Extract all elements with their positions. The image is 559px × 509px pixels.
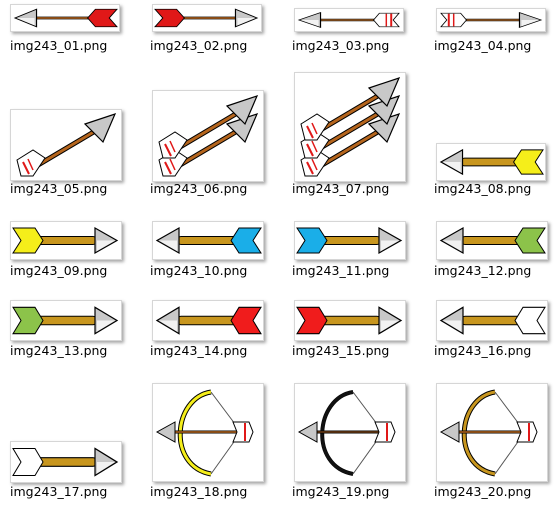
- file-thumbnail[interactable]: [294, 221, 406, 260]
- file-name-label[interactable]: img243_17.png: [10, 484, 108, 499]
- file-name-label[interactable]: img243_08.png: [434, 181, 532, 196]
- file-name-label[interactable]: img243_07.png: [292, 181, 390, 196]
- fletching: [230, 227, 262, 254]
- fletching: [300, 113, 330, 141]
- fletching: [514, 306, 546, 335]
- file-thumbnail[interactable]: [152, 4, 262, 32]
- file-name-label[interactable]: img243_02.png: [150, 38, 248, 53]
- file-thumbnail[interactable]: [436, 143, 546, 181]
- file-name-label[interactable]: img243_13.png: [10, 343, 108, 358]
- file-thumbnail[interactable]: [436, 8, 546, 32]
- arrowhead: [367, 77, 401, 108]
- file-name-label[interactable]: img243_06.png: [150, 181, 248, 196]
- file-name-label[interactable]: img243_15.png: [292, 343, 390, 358]
- fletching: [232, 421, 254, 443]
- fletching: [154, 8, 186, 28]
- file-name-label[interactable]: img243_18.png: [150, 484, 248, 499]
- file-thumbnail[interactable]: [436, 383, 548, 482]
- file-name-label[interactable]: img243_14.png: [150, 343, 248, 358]
- file-thumbnail[interactable]: [152, 300, 264, 341]
- file-thumbnail[interactable]: [10, 109, 122, 181]
- arrowhead: [439, 421, 460, 443]
- file-name-label[interactable]: img243_16.png: [434, 343, 532, 358]
- arrowhead: [297, 421, 318, 443]
- fletching: [12, 227, 44, 254]
- file-thumbnail[interactable]: [436, 300, 548, 341]
- file-thumbnail[interactable]: [152, 221, 264, 260]
- file-name-label[interactable]: img243_20.png: [434, 484, 532, 499]
- file-thumbnail[interactable]: [436, 221, 548, 260]
- arrowhead: [155, 421, 176, 443]
- fletching: [516, 421, 538, 443]
- file-thumbnail[interactable]: [10, 221, 122, 260]
- file-thumbnail[interactable]: [152, 90, 264, 182]
- file-name-label[interactable]: img243_04.png: [434, 38, 532, 53]
- file-name-label[interactable]: img243_05.png: [10, 181, 108, 196]
- file-name-label[interactable]: img243_01.png: [10, 38, 108, 53]
- file-name-label[interactable]: img243_03.png: [292, 38, 390, 53]
- file-thumbnail[interactable]: [10, 300, 122, 341]
- fletching: [230, 306, 262, 335]
- fletching: [158, 131, 188, 159]
- file-name-label[interactable]: img243_10.png: [150, 263, 248, 278]
- file-thumbnail[interactable]: [294, 300, 406, 341]
- file-thumbnail[interactable]: [10, 441, 122, 483]
- fletching: [16, 149, 46, 177]
- fletching: [512, 149, 544, 175]
- fletching: [12, 447, 44, 477]
- fletching: [86, 8, 118, 28]
- file-thumbnail[interactable]: [294, 72, 406, 182]
- file-name-label[interactable]: img243_19.png: [292, 484, 390, 499]
- fletching: [514, 227, 546, 254]
- file-thumbnail[interactable]: [294, 383, 406, 482]
- file-name-label[interactable]: img243_11.png: [292, 263, 390, 278]
- file-name-label[interactable]: img243_09.png: [10, 263, 108, 278]
- file-thumbnail[interactable]: [10, 4, 120, 32]
- fletching: [374, 421, 396, 443]
- arrowhead: [83, 113, 117, 144]
- arrowhead: [225, 95, 259, 126]
- fletching: [296, 227, 328, 254]
- fletching: [12, 306, 44, 335]
- file-thumbnail[interactable]: [294, 8, 404, 32]
- file-thumbnail[interactable]: [152, 383, 264, 482]
- fletching: [296, 306, 328, 335]
- file-name-label[interactable]: img243_12.png: [434, 263, 532, 278]
